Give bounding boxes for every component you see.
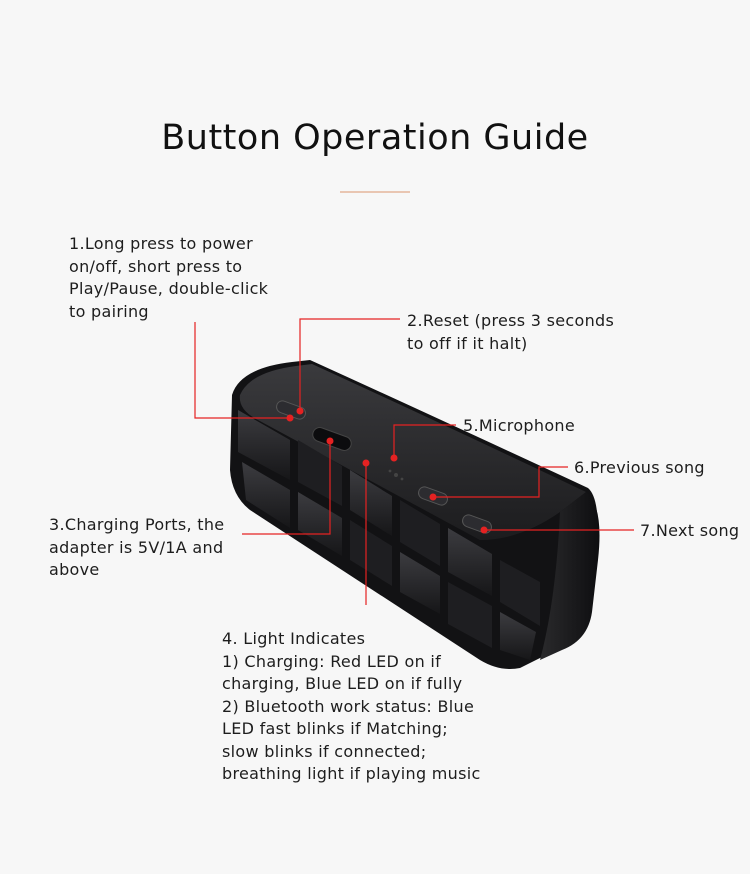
callout-label-reset: 2.Reset (press 3 seconds to off if it ha… (407, 311, 615, 353)
page-title: Button Operation Guide (161, 118, 589, 158)
marker-microphone (390, 454, 398, 462)
marker-light (362, 459, 370, 467)
callout-label-microphone: 5.Microphone (463, 416, 575, 435)
callout-line-reset (299, 318, 400, 411)
marker-previous (429, 493, 437, 501)
callout-line-previous (433, 466, 568, 498)
callout-markers (286, 407, 488, 534)
bluetooth-speaker (230, 360, 600, 669)
speaker-top-face (239, 364, 586, 540)
callout-line-power (194, 322, 290, 419)
callout-line-microphone (393, 424, 456, 458)
marker-next (480, 526, 488, 534)
title-underline (340, 191, 410, 193)
marker-power (286, 414, 294, 422)
marker-reset (296, 407, 304, 415)
callout-label-previous: 6.Previous song (574, 458, 705, 477)
callout-label-light: 4. Light Indicates 1) Charging: Red LED … (222, 629, 481, 783)
speaker-end-cap (540, 492, 600, 660)
checker-pattern (238, 410, 540, 660)
callout-lines (194, 318, 634, 605)
marker-charging (326, 437, 334, 445)
callout-label-next: 7.Next song (640, 521, 740, 540)
microphone-hole (394, 473, 398, 477)
callout-line-charging (242, 441, 331, 535)
callout-label-charging: 3.Charging Ports, the adapter is 5V/1A a… (49, 515, 225, 579)
callout-label-power: 1.Long press to power on/off, short pres… (69, 234, 269, 321)
